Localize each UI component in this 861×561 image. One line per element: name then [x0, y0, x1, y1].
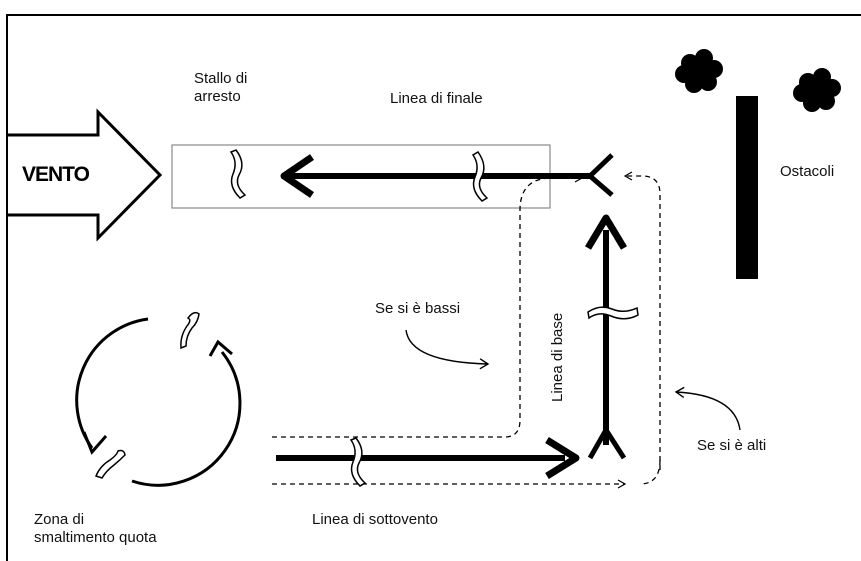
downwind-line-label: Linea di sottovento: [312, 511, 438, 528]
base-line-label: Linea di base: [549, 312, 566, 402]
wind-arrow: [8, 108, 163, 242]
high-pointer-arrow: [674, 386, 741, 431]
high-path-dashed: [272, 171, 661, 489]
final-line-arrow: [280, 154, 590, 198]
if-low-label: Se si è bassi: [375, 300, 461, 317]
frame-left-border: [6, 14, 8, 561]
tree-icon-right: [793, 68, 841, 112]
glider-icon-stall: [229, 149, 247, 199]
glider-icon-circle-bottom: [95, 449, 126, 479]
frame-top-border: [6, 14, 861, 16]
glider-icon-final: [471, 151, 489, 202]
obstacle-wall: [736, 96, 758, 279]
tree-icon-left: [675, 49, 723, 93]
glider-icon-circle-top: [180, 311, 200, 350]
final-line-label: Linea di finale: [390, 90, 483, 107]
turn-mark-top: [586, 153, 614, 197]
if-high-label: Se si è alti: [697, 437, 767, 454]
downwind-line-arrow: [276, 437, 580, 479]
altitude-zone-label: Zona di smaltimento quota: [34, 511, 157, 546]
glider-icon-downwind: [349, 437, 367, 487]
low-pointer-arrow: [405, 329, 490, 370]
glider-icon-base: [587, 306, 639, 320]
wind-label: VENTO: [22, 163, 90, 186]
turn-mark-bottom: [587, 425, 627, 460]
low-path-dashed: [272, 173, 584, 438]
obstacles-label: Ostacoli: [780, 163, 835, 180]
stall-label: Stallo di arresto: [194, 70, 248, 105]
base-line-arrow: [584, 214, 628, 445]
altitude-loss-circle: [75, 317, 242, 487]
